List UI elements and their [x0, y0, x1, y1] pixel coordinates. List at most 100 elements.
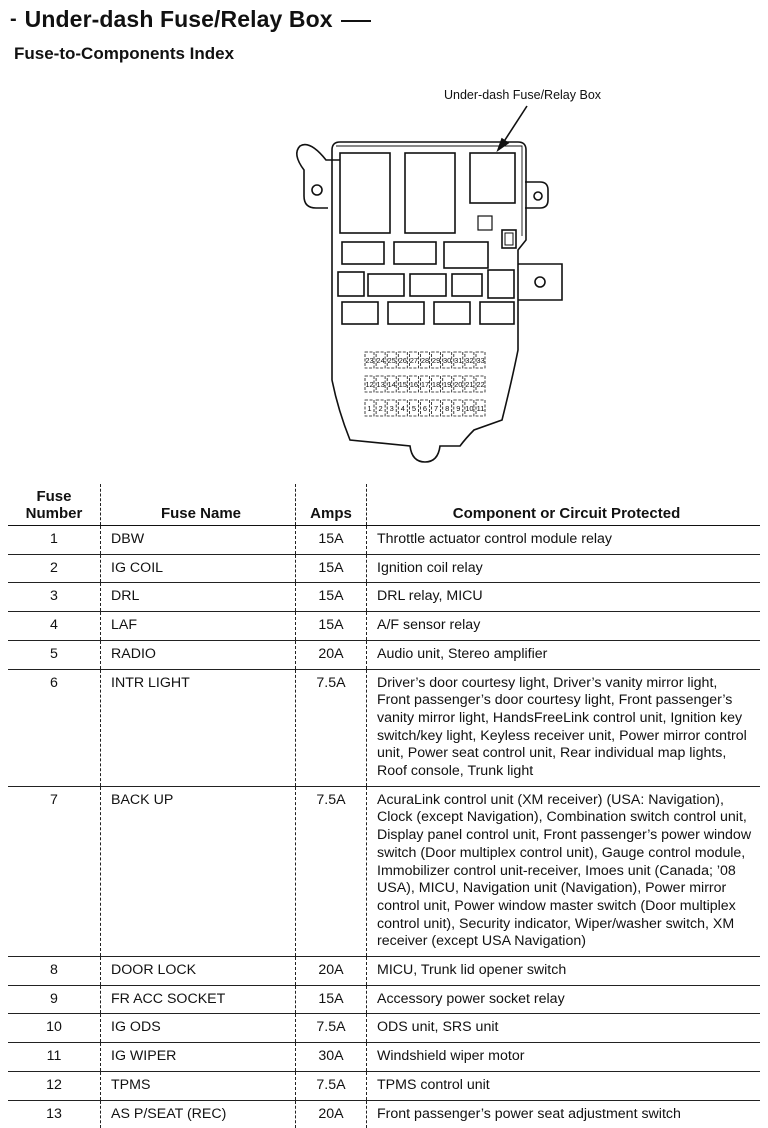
fuse-slot-number: 17: [421, 380, 429, 389]
relay-3: [469, 152, 516, 204]
component-cell: Audio unit, Stereo amplifier: [366, 639, 760, 670]
fuse-number-cell: 6: [8, 668, 101, 787]
component-cell: A/F sensor relay: [366, 611, 760, 641]
fuse-slot: [453, 399, 464, 417]
heading-dash: -: [10, 7, 17, 30]
fuse-name-cell: RADIO: [100, 639, 296, 670]
callout-arrowhead: [496, 137, 510, 153]
component-cell: TPMS control unit: [366, 1070, 760, 1101]
fuse-slot-number: 28: [421, 356, 429, 365]
fuse-name-cell: FR ACC SOCKET: [100, 984, 296, 1014]
fuse-slot-number: 6: [423, 404, 427, 413]
right-connector-hole: [534, 276, 546, 288]
fuse-box-outline: [331, 141, 527, 463]
connector-4: [337, 271, 365, 297]
component-cell: Windshield wiper motor: [366, 1042, 760, 1072]
fuse-slot-number: 23: [365, 356, 373, 365]
fuse-number-cell: 13: [8, 1099, 101, 1128]
fuse-name-cell: IG COIL: [100, 553, 296, 583]
fuse-slot: [420, 399, 430, 417]
amps-cell: 15A: [295, 582, 367, 612]
fuse-name-cell: INTR LIGHT: [100, 668, 296, 787]
component-cell: DRL relay, MICU: [366, 582, 760, 612]
fuse-slot: [475, 351, 486, 369]
component-cell: ODS unit, SRS unit: [366, 1013, 760, 1043]
fuse-slot-number: 2: [379, 404, 383, 413]
fuse-slot-number: 19: [443, 380, 451, 389]
connector-7: [451, 273, 483, 297]
fuse-slot-number: 4: [401, 404, 405, 413]
connector-6: [409, 273, 447, 297]
fuse-slot-number: 27: [410, 356, 418, 365]
fuse-slot: [397, 375, 408, 393]
fuse-slot-number: 29: [432, 356, 440, 365]
connector-3: [443, 241, 489, 269]
fuse-slot: [397, 399, 408, 417]
fuse-slot-number: 14: [388, 380, 396, 389]
amps-cell: 7.5A: [295, 1013, 367, 1043]
fuse-name-cell: IG WIPER: [100, 1042, 296, 1072]
fuse-slot: [464, 399, 475, 417]
fuse-box-inner-wall: [336, 145, 523, 236]
fuse-slot: [431, 399, 442, 417]
fuse-slot: [375, 351, 386, 369]
fuse-slot: [397, 351, 408, 369]
fuse-slot: [475, 375, 486, 393]
header-amps: Amps: [295, 484, 367, 526]
header-fuse-name: Fuse Name: [100, 484, 296, 526]
amps-cell: 15A: [295, 611, 367, 641]
connector-12: [479, 301, 515, 325]
component-cell: AcuraLink control unit (XM receiver) (US…: [366, 785, 760, 957]
amps-cell: 20A: [295, 1099, 367, 1128]
fuse-slot: [442, 399, 453, 417]
fuse-slot: [364, 399, 375, 417]
fuse-slot-number: 25: [388, 356, 396, 365]
callout-arrow-line: [502, 105, 528, 144]
fuse-slot-number: 24: [376, 356, 384, 365]
fuse-number-cell: 1: [50, 531, 58, 547]
relay-2: [404, 152, 456, 234]
fuse-slot-number: 33: [476, 356, 484, 365]
fuse-slot-number: 20: [454, 380, 462, 389]
component-cell: Ignition coil relay: [366, 553, 760, 583]
header-component: Component or Circuit Protected: [366, 484, 760, 526]
header-fuse-number: Fuse Number: [8, 484, 101, 526]
fuse-slot: [375, 375, 386, 393]
fuse-slot-number: 32: [465, 356, 473, 365]
amps-cell: 20A: [295, 639, 367, 670]
fuse-number-cell: 5: [8, 639, 101, 670]
left-mount-hole: [311, 184, 323, 196]
amps-cell: 30A: [295, 1042, 367, 1072]
table-header-row: Fuse Number Fuse Name Amps Component or …: [8, 484, 760, 526]
page-heading: - Under-dash Fuse/Relay Box: [10, 2, 371, 36]
fuse-slot-number: 9: [456, 404, 460, 413]
fuse-slot: [375, 399, 386, 417]
fuse-name-cell: LAF: [100, 611, 296, 641]
amps-cell: 15A: [295, 525, 367, 555]
connector-9: [341, 301, 379, 325]
right-mount-tab: [525, 181, 549, 209]
fuse-slot-number: 22: [476, 380, 484, 389]
fuse-slot-number: 30: [443, 356, 451, 365]
connector-11: [433, 301, 471, 325]
connector-5: [367, 273, 405, 297]
fuse-slot: [475, 399, 486, 417]
amps-cell: 7.5A: [295, 785, 367, 957]
amps-cell: 7.5A: [295, 668, 367, 787]
fuse-name-cell: DRL: [100, 582, 296, 612]
fuse-slot: [453, 375, 464, 393]
fuse-slot: [408, 351, 419, 369]
fuse-slot-number: 31: [454, 356, 462, 365]
component-cell: Throttle actuator control module relay: [366, 525, 760, 555]
fuse-slot: [386, 351, 397, 369]
connector-1: [341, 241, 385, 265]
fuse-slot: [464, 375, 475, 393]
fuse-slot-number: 21: [465, 380, 473, 389]
fuse-slot: [364, 375, 375, 393]
fuse-name-cell: DOOR LOCK: [100, 956, 296, 986]
